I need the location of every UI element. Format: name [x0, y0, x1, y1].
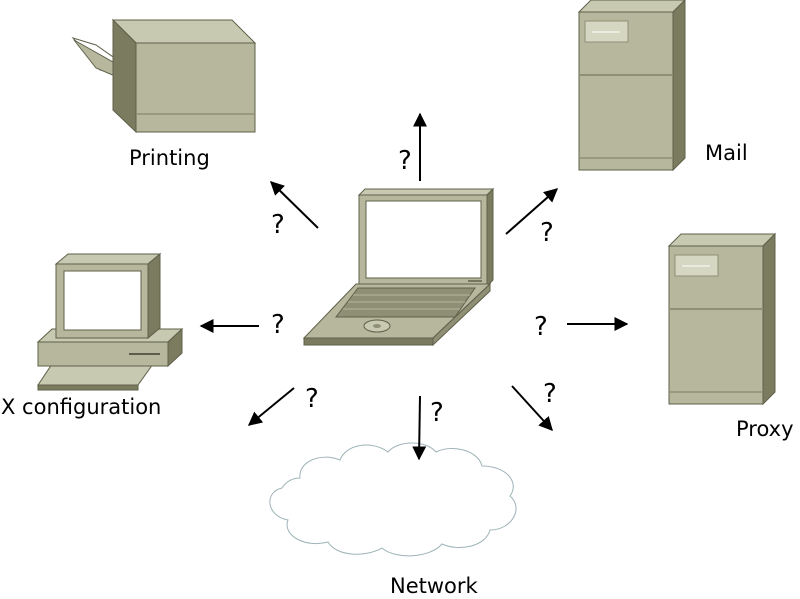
cloud-icon	[269, 442, 517, 557]
arrow-network	[412, 395, 427, 461]
label-printing: Printing	[129, 146, 210, 170]
mail-server-icon	[577, 0, 686, 172]
label-proxy: Proxy	[736, 417, 794, 441]
label-x-configuration: X configuration	[1, 395, 161, 419]
question-mark-proxy: ?	[534, 312, 548, 342]
connection-arrows	[199, 112, 629, 461]
label-network: Network	[390, 574, 479, 598]
question-mark-lower-left: ?	[305, 384, 319, 414]
question-mark-lower-right: ?	[543, 379, 557, 409]
question-mark-up: ?	[398, 146, 412, 176]
arrow-printing	[269, 181, 319, 229]
question-mark-printing: ?	[271, 210, 285, 240]
question-mark-mail: ?	[540, 218, 554, 248]
arrow-mail	[505, 188, 559, 235]
arrow-lower-right	[511, 385, 553, 432]
printer-icon	[71, 18, 257, 134]
proxy-server-icon	[667, 232, 777, 406]
label-mail: Mail	[705, 141, 748, 165]
question-mark-x-configuration: ?	[271, 310, 285, 340]
arrow-lower-left	[247, 387, 295, 426]
laptop-icon	[302, 187, 495, 347]
desktop-computer-icon	[36, 252, 184, 391]
question-mark-network: ?	[430, 398, 444, 428]
